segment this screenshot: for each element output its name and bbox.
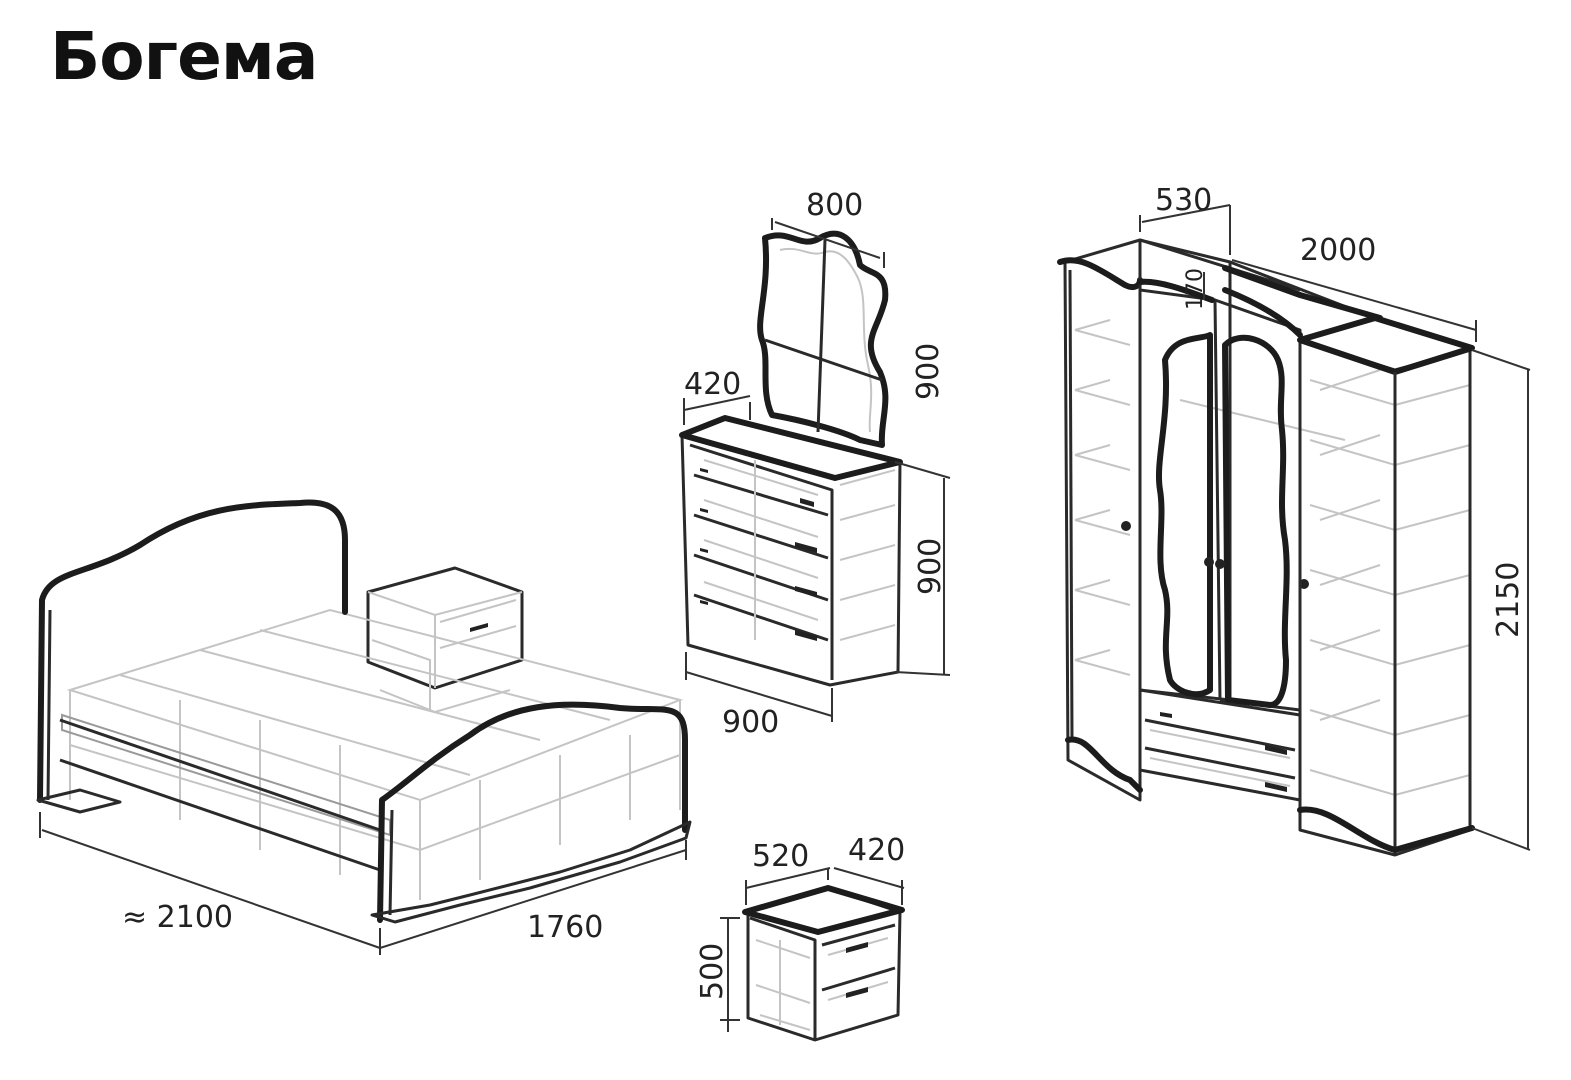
mirror-height-label: 900 xyxy=(911,343,946,400)
wardrobe-cornice-label: 170 xyxy=(1183,268,1208,310)
nightstand-drawing: 520 420 500 xyxy=(695,833,905,1042)
wardrobe-drawing: 530 2000 170 2150 xyxy=(1057,183,1531,857)
bed-drawing: ≈ 2100 1760 xyxy=(36,499,692,955)
dresser-depth-label: 420 xyxy=(684,367,741,402)
nightstand-height-label: 500 xyxy=(695,943,730,1000)
page-title: Богема xyxy=(50,18,318,95)
bed-width-label: 1760 xyxy=(527,910,603,945)
dresser-height-label: 900 xyxy=(913,538,948,595)
nightstand-width-label: 520 xyxy=(752,839,809,874)
wardrobe-height-label: 2150 xyxy=(1491,562,1526,638)
dresser-width-label: 900 xyxy=(722,705,779,740)
dresser-drawing: 800 900 420 900 900 xyxy=(679,188,951,740)
bed-length-label: ≈ 2100 xyxy=(122,900,233,935)
nightstand-depth-label: 420 xyxy=(848,833,905,868)
mirror-width-label: 800 xyxy=(806,188,863,223)
wardrobe-width-label: 2000 xyxy=(1300,233,1376,268)
wardrobe-depth-label: 530 xyxy=(1155,183,1212,218)
